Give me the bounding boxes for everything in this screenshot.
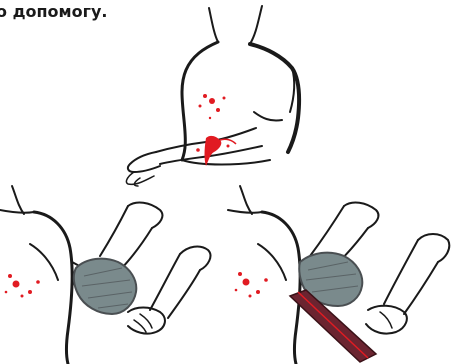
blood-line-top [220, 139, 236, 144]
injured-forearm-figure [126, 6, 299, 186]
blood-splatter-right [235, 272, 268, 298]
blood-splatter-left [5, 274, 40, 298]
